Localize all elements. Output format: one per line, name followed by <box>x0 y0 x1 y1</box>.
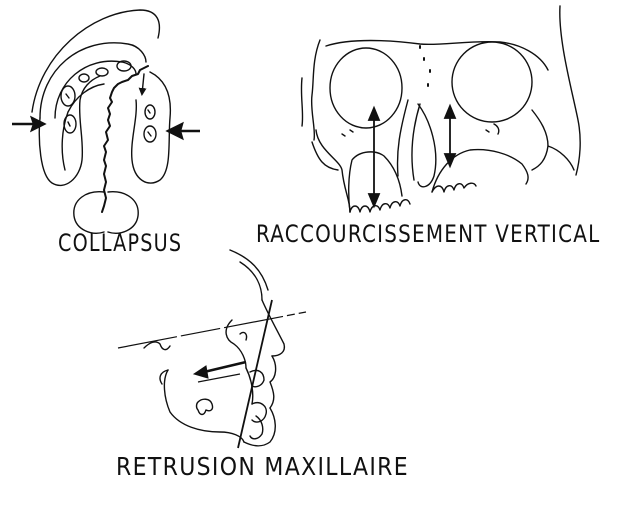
profile-figure <box>144 250 284 446</box>
palate-right-segment <box>132 72 171 183</box>
skull-teeth-left <box>350 200 410 212</box>
skull-teeth-right <box>432 183 476 192</box>
tooth-bud <box>64 115 76 133</box>
profile-lips <box>270 356 276 408</box>
palate-outer-arc <box>32 10 159 112</box>
skull-cranium-left <box>312 40 320 140</box>
skull-brow <box>326 41 548 71</box>
skull-orbit-left <box>330 48 402 128</box>
skull-nasal-aperture <box>397 100 408 176</box>
profile-molar <box>197 399 213 414</box>
tooth-bud <box>79 74 89 82</box>
retrusion-arrows <box>194 362 246 382</box>
caption-retrusion-maxillaire: RETRUSION MAXILLAIRE <box>116 452 409 481</box>
skull-cranium-right <box>560 6 580 175</box>
tooth-bud <box>96 68 108 76</box>
profile-forehead-curve <box>230 250 268 290</box>
palate-lower-left-lobe <box>74 192 104 233</box>
caption-raccourcissement-vertical: RACCOURCISSEMENT VERTICAL <box>256 220 600 248</box>
skull-figure <box>301 6 580 212</box>
skull-zygoma-right <box>532 110 548 170</box>
profile-sella <box>144 342 170 350</box>
arrow-retrusion <box>204 362 246 372</box>
palate-left-segment <box>39 76 100 185</box>
reference-line-sn <box>118 312 306 348</box>
caption-collapsus: COLLAPSUS <box>58 229 182 257</box>
palate-arch-inner <box>55 61 136 118</box>
cleft-line <box>102 66 148 212</box>
skull-zygoma-left <box>316 130 350 212</box>
skull-orbit-right <box>452 42 532 122</box>
profile-reference-lines <box>118 300 306 448</box>
palate-figure <box>32 10 170 233</box>
palate-lower-right-lobe <box>108 192 138 233</box>
